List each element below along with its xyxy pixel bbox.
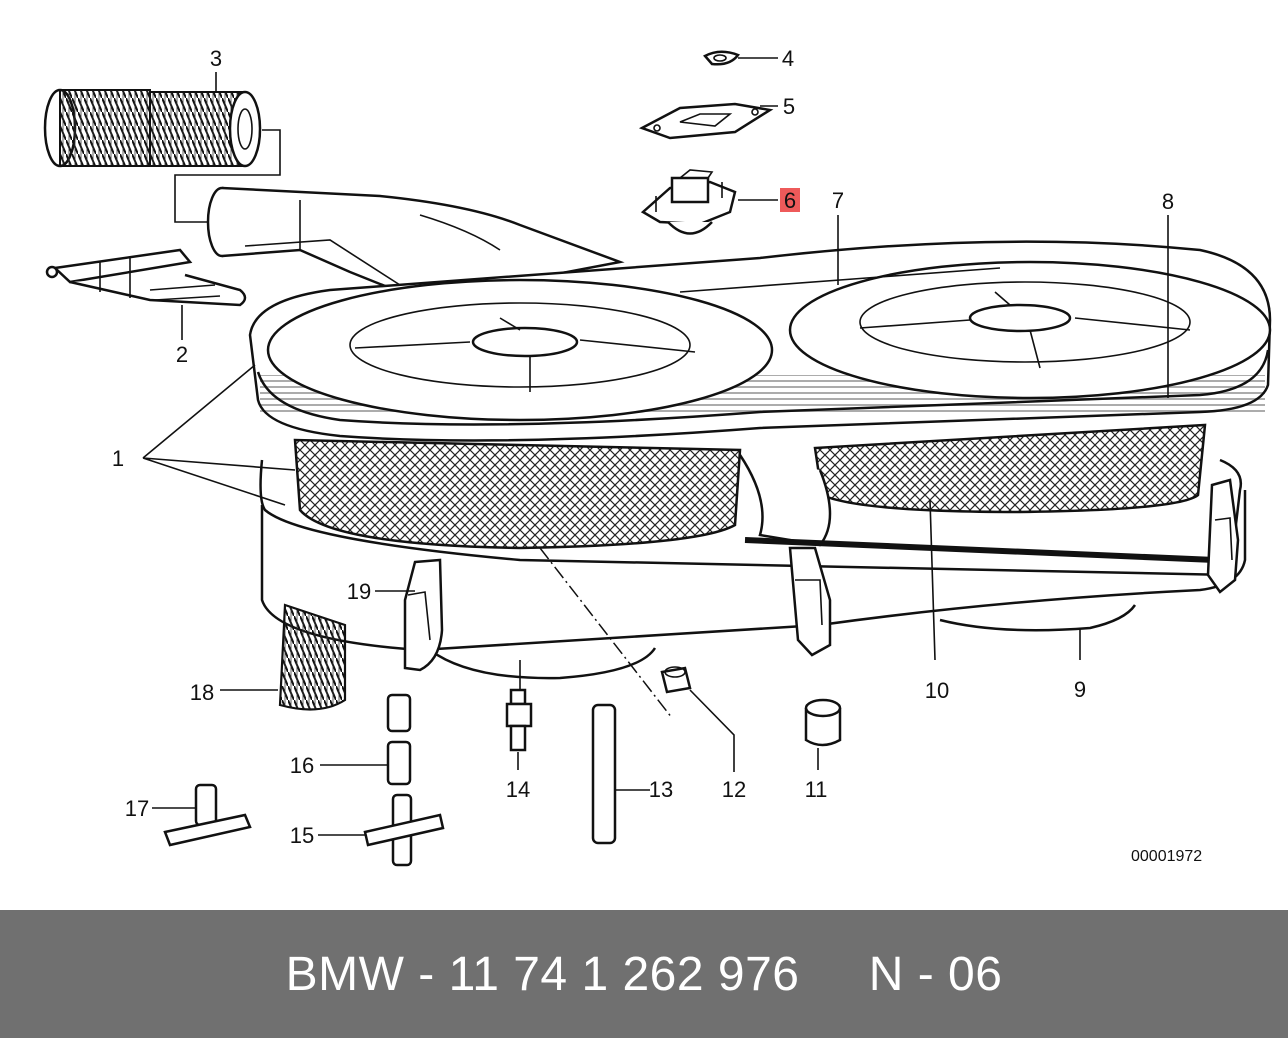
sleeve-part xyxy=(804,698,842,747)
callout-3: 3 xyxy=(210,46,222,71)
flange-gasket-part xyxy=(638,102,774,140)
parts-diagram: 3 2 4 5 6 7 8 1 19 18 16 17 15 14 13 12 … xyxy=(43,46,1272,867)
intake-snorkel xyxy=(206,186,625,302)
callout-16: 16 xyxy=(290,753,314,778)
callout-12: 12 xyxy=(722,777,746,802)
callout-6-highlight xyxy=(780,188,800,212)
callout-8: 8 xyxy=(1162,189,1174,214)
position-code: N - 06 xyxy=(868,947,1003,1001)
lower-hose-part xyxy=(278,603,347,711)
callout-10: 10 xyxy=(925,678,949,703)
separator: - xyxy=(404,947,449,1001)
part-number: 11 74 1 262 976 xyxy=(448,947,800,1001)
callout-14: 14 xyxy=(506,777,530,802)
part-number-text: BMW - 11 74 1 262 976 N - 06 xyxy=(286,947,1003,1002)
small-gasket-part xyxy=(703,50,740,66)
callout-13: 13 xyxy=(649,777,673,802)
part-number-banner: BMW - 11 74 1 262 976 N - 06 xyxy=(0,910,1288,1038)
short-hoses-part xyxy=(386,693,412,786)
leader-line-12 xyxy=(689,689,735,772)
t-connector-part xyxy=(163,783,252,847)
brand-label: BMW xyxy=(285,947,405,1001)
long-hose-part xyxy=(591,703,617,845)
callout-17: 17 xyxy=(125,796,149,821)
flexible-hose-part xyxy=(43,88,262,168)
callout-5: 5 xyxy=(783,94,795,119)
exploded-view-drawing: 3 2 4 5 6 7 8 1 19 18 16 17 15 14 13 12 … xyxy=(43,46,1272,867)
callout-2: 2 xyxy=(176,342,188,367)
temperature-sensor-part xyxy=(505,688,533,752)
air-filter-housing-lid xyxy=(248,240,1272,442)
cross-connector-part xyxy=(363,793,445,867)
callout-11: 11 xyxy=(805,777,828,802)
retaining-clip-part xyxy=(45,248,247,307)
assembly-axis-line xyxy=(539,547,673,719)
latch-clamps xyxy=(403,478,1240,672)
filter-elements xyxy=(293,423,1207,550)
callout-18: 18 xyxy=(190,680,214,705)
diagram-reference-code: 00001972 xyxy=(1131,848,1202,865)
intake-mount-part xyxy=(640,169,737,235)
callout-4: 4 xyxy=(782,46,794,71)
callout-15: 15 xyxy=(290,823,314,848)
callout-7: 7 xyxy=(832,188,844,213)
callout-1: 1 xyxy=(112,446,124,471)
callout-9: 9 xyxy=(1074,677,1086,702)
hose-bracket-line xyxy=(174,129,281,223)
spacer xyxy=(800,948,869,1001)
nut-part xyxy=(660,666,692,694)
callout-19: 19 xyxy=(347,579,371,604)
leader-lines-main xyxy=(142,72,1169,661)
callout-6: 6 xyxy=(784,188,796,213)
